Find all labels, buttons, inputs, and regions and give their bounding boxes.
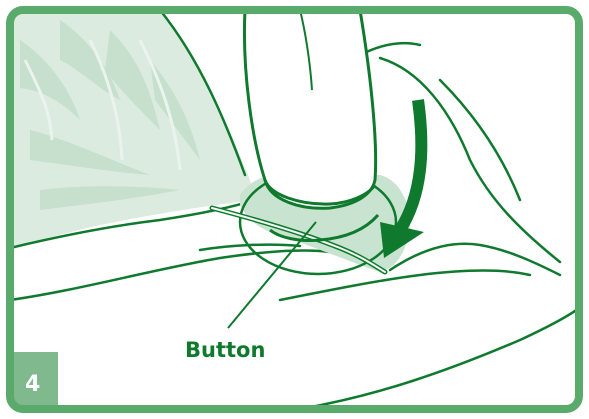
- step-badge: [10, 352, 58, 409]
- panel-frame: [6, 6, 583, 413]
- step-number: 4: [25, 372, 40, 397]
- shaded-leaf-area: [10, 10, 255, 248]
- button-callout-label: Button: [185, 338, 265, 362]
- thread-line: [209, 205, 388, 275]
- fabric-outline: [10, 10, 579, 409]
- callout-leader-line: [227, 221, 317, 329]
- curved-arrow-down-icon: [380, 99, 428, 258]
- finger: [242, 10, 380, 242]
